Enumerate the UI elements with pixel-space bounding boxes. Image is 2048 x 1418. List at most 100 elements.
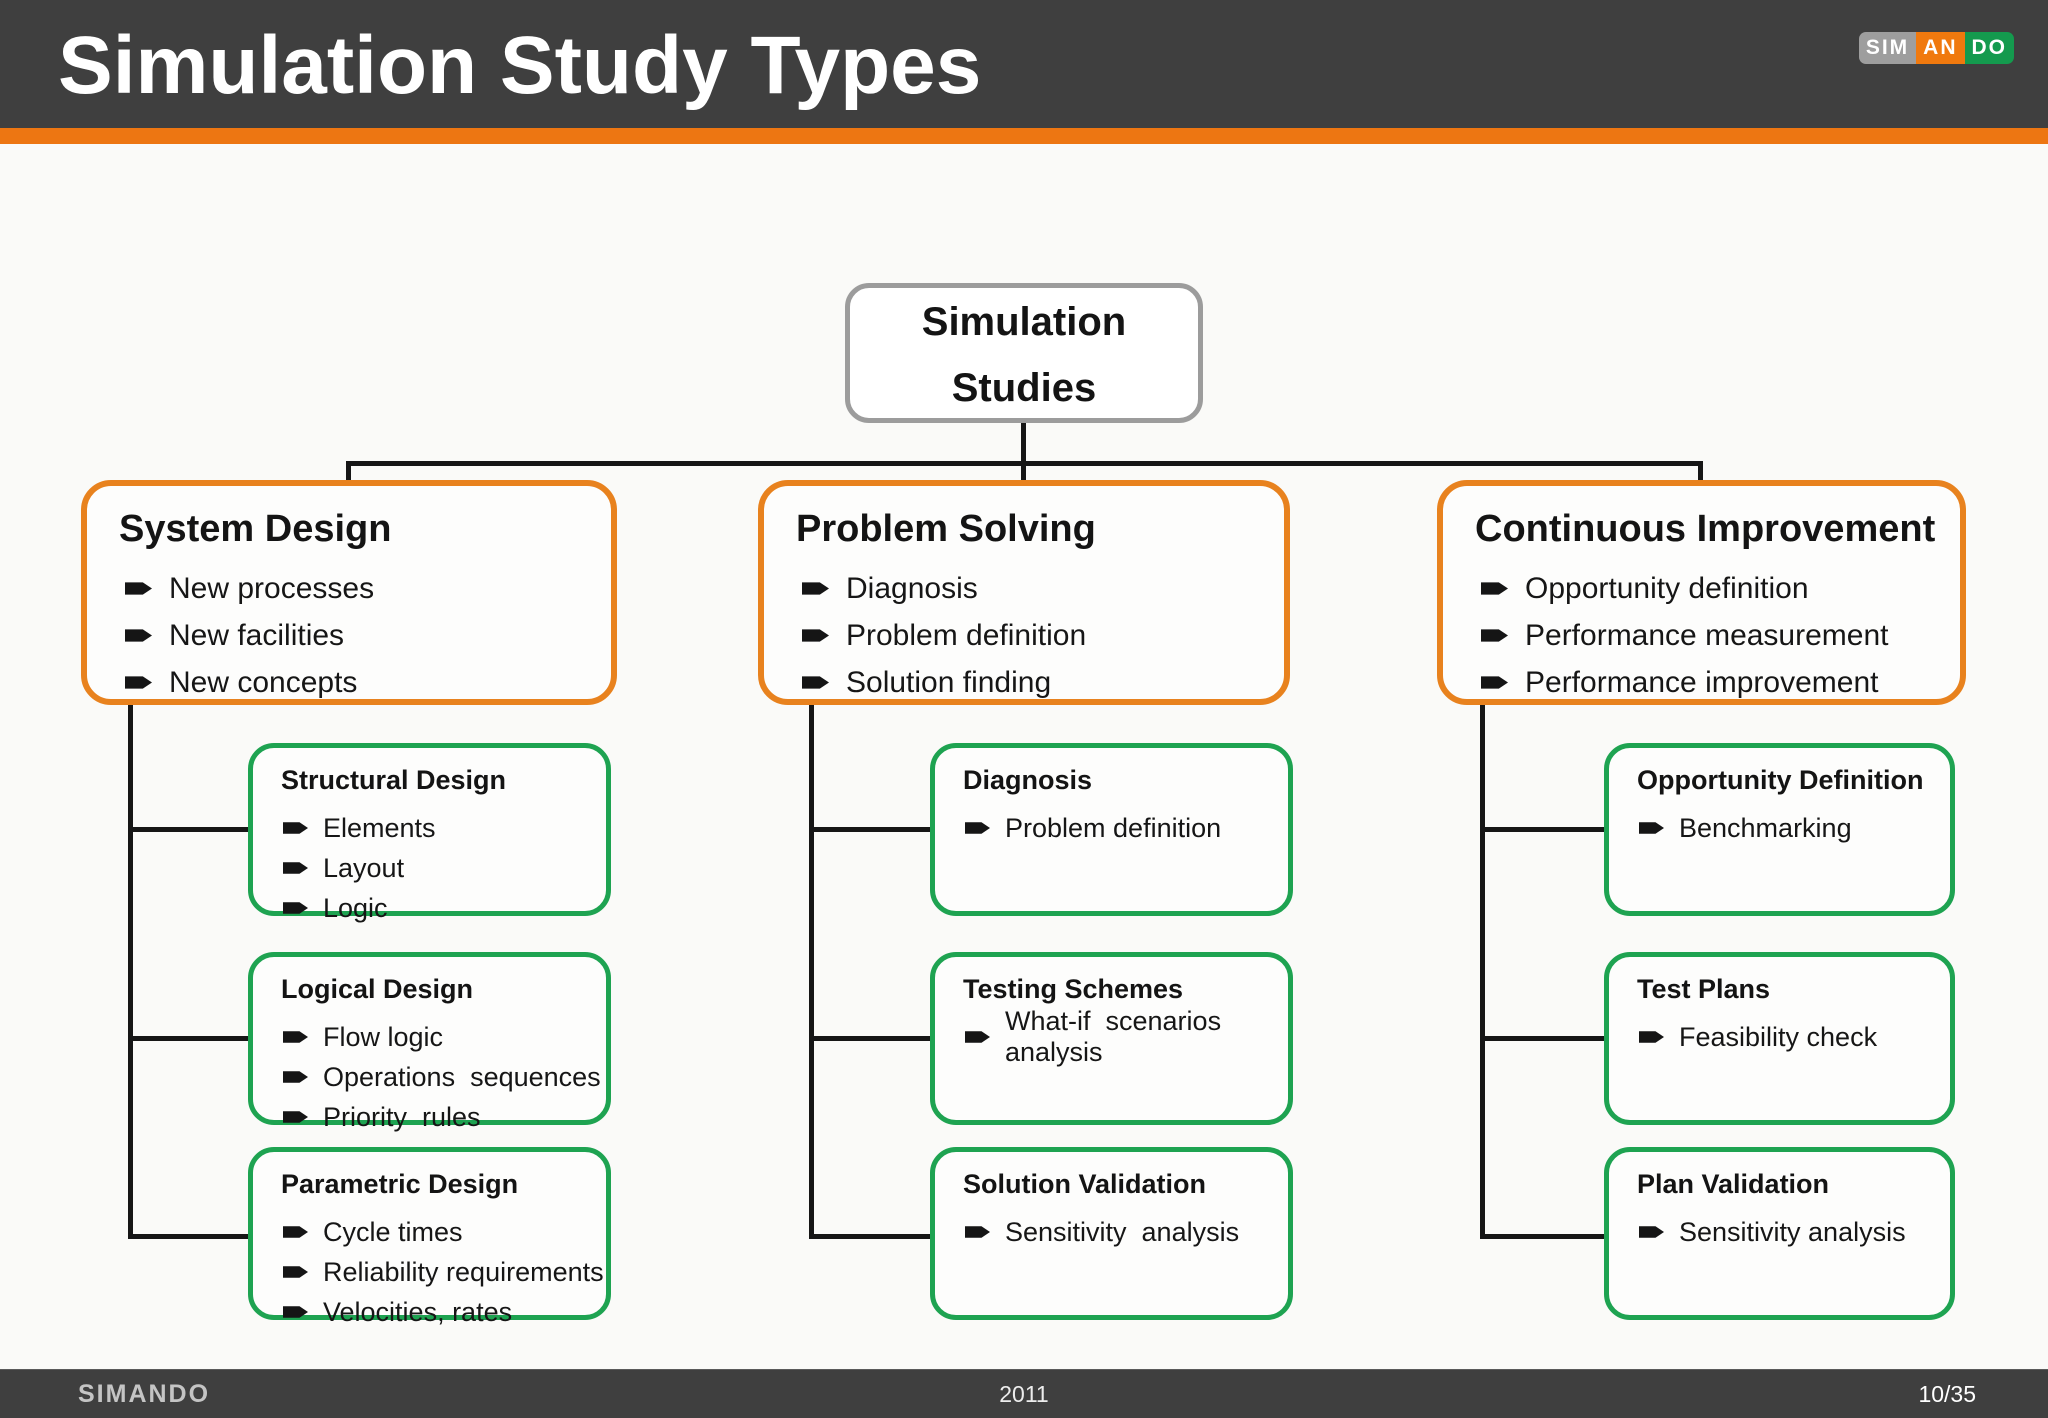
tag-arrow-icon	[283, 1071, 308, 1083]
bullet-text: What-if scenarios analysis	[1005, 1006, 1237, 1067]
branch-parametric-design	[128, 1234, 248, 1239]
tag-arrow-icon	[802, 582, 829, 595]
bullet-text: Priority rules	[323, 1101, 481, 1132]
bullet-item: Layout	[253, 848, 606, 888]
bullet-item: Velocities, rates	[253, 1292, 606, 1332]
tag-arrow-icon	[125, 629, 152, 642]
node-title: Plan Validation	[1637, 1169, 1830, 1199]
branch-logical-design	[128, 1036, 248, 1041]
tag-arrow-icon	[283, 1226, 308, 1238]
node-title: Opportunity Definition	[1637, 765, 1924, 795]
node-parametric-design: Parametric Design Cycle times Reliabilit…	[248, 1147, 611, 1327]
bullet-list: Problem definition	[935, 808, 1288, 848]
node-title: Test Plans	[1637, 974, 1771, 1004]
bullet-item: Sensitivity analysis	[935, 1212, 1288, 1252]
branch-structural-design	[128, 827, 248, 832]
node-title: Logical Design	[281, 974, 474, 1004]
footer-year: 2011	[999, 1381, 1049, 1407]
bullet-item: Performance measurement	[1443, 612, 1960, 659]
node-testing-schemes: Testing Schemes What-if scenarios analys…	[930, 952, 1293, 1125]
bullet-text: Benchmarking	[1679, 812, 1852, 843]
bullet-item: Priority rules	[253, 1097, 606, 1137]
node-title: Structural Design	[281, 765, 507, 795]
branch-plan-validation	[1480, 1234, 1604, 1239]
node-title: Continuous Improvement	[1475, 508, 1936, 550]
tag-arrow-icon	[1481, 629, 1508, 642]
tag-arrow-icon	[1639, 1031, 1664, 1043]
tag-arrow-icon	[802, 629, 829, 642]
bullet-text: Opportunity definition	[1525, 571, 1809, 605]
bullet-text: Problem definition	[1005, 812, 1222, 843]
bullet-item: Problem definition	[935, 808, 1288, 848]
bullet-item: Logic	[253, 888, 606, 928]
bullet-item: Benchmarking	[1609, 808, 1950, 848]
node-structural-design: Structural Design Elements Layout Logic	[248, 743, 611, 923]
branch-test-plans	[1480, 1036, 1604, 1041]
tag-arrow-icon	[1639, 822, 1664, 834]
footer-brand: SIMANDO	[78, 1380, 211, 1408]
bullet-item: Opportunity definition	[1443, 565, 1960, 612]
branch-testing-schemes	[809, 1036, 930, 1041]
bullet-item: Operations sequences	[253, 1057, 606, 1097]
tag-arrow-icon	[283, 822, 308, 834]
bullet-item: Reliability requirements	[253, 1252, 606, 1292]
bullet-list: Feasibility check	[1609, 1017, 1950, 1057]
root-line-1: Simulation	[921, 300, 1127, 344]
tag-arrow-icon	[125, 582, 152, 595]
branch-opportunity-definition	[1480, 827, 1604, 832]
tag-arrow-icon	[283, 1266, 308, 1278]
connector-drop-problem-solving	[1021, 461, 1026, 486]
bullet-text: Diagnosis	[846, 571, 978, 605]
page-title: Simulation Study Types	[58, 20, 982, 111]
bullet-item: Performance improvement	[1443, 659, 1960, 706]
bullet-text: Performance improvement	[1525, 665, 1879, 699]
bullet-list: Sensitivity analysis	[935, 1212, 1288, 1252]
node-continuous-improvement: Continuous Improvement Opportunity defin…	[1437, 480, 1966, 705]
bullet-text: Sensitivity analysis	[1005, 1216, 1240, 1247]
node-title: Problem Solving	[796, 508, 1096, 550]
node-plan-validation: Plan Validation Sensitivity analysis	[1604, 1147, 1955, 1320]
tag-arrow-icon	[1481, 582, 1508, 595]
trunk-problem-solving	[809, 702, 814, 1239]
bullet-item: Elements	[253, 808, 606, 848]
tag-arrow-icon	[802, 676, 829, 689]
bullet-list: Cycle times Reliability requirements Vel…	[253, 1212, 606, 1332]
footer-page-number: 10/35	[1918, 1381, 1976, 1407]
bullet-text: Reliability requirements	[323, 1256, 604, 1287]
node-opportunity-definition: Opportunity Definition Benchmarking	[1604, 743, 1955, 916]
bullet-text: Solution finding	[846, 665, 1052, 699]
bullet-text: Velocities, rates	[323, 1296, 513, 1327]
bullet-text: Sensitivity analysis	[1679, 1216, 1906, 1247]
node-test-plans: Test Plans Feasibility check	[1604, 952, 1955, 1125]
node-solution-validation: Solution Validation Sensitivity analysis	[930, 1147, 1293, 1320]
bullet-list: Diagnosis Problem definition Solution fi…	[764, 565, 1284, 706]
bullet-item: Cycle times	[253, 1212, 606, 1252]
branch-solution-validation	[809, 1234, 930, 1239]
bullet-text: Layout	[323, 852, 405, 883]
logo-segment-an: AN	[1916, 32, 1965, 64]
simando-logo: SIM AN DO	[1858, 32, 2014, 64]
bullet-text: Logic	[323, 892, 388, 923]
bullet-text: Flow logic	[323, 1021, 444, 1052]
bullet-text: New processes	[169, 571, 375, 605]
bullet-list: Flow logic Operations sequences Priority…	[253, 1017, 606, 1137]
bullet-list: Elements Layout Logic	[253, 808, 606, 928]
footer-bar: 2011 SIMANDO 10/35	[0, 1369, 2048, 1418]
bullet-text: Feasibility check	[1679, 1021, 1878, 1052]
node-title: Parametric Design	[281, 1169, 519, 1199]
bullet-item: New concepts	[87, 659, 611, 706]
bullet-text: Elements	[323, 812, 436, 843]
bullet-list: New processes New facilities New concept…	[87, 565, 611, 706]
bullet-list: Benchmarking	[1609, 808, 1950, 848]
branch-diagnosis	[809, 827, 930, 832]
node-system-design: System Design New processes New faciliti…	[81, 480, 617, 705]
bullet-list: Opportunity definition Performance measu…	[1443, 565, 1960, 706]
bullet-item: New processes	[87, 565, 611, 612]
node-logical-design: Logical Design Flow logic Operations seq…	[248, 952, 611, 1132]
bullet-item: Feasibility check	[1609, 1017, 1950, 1057]
header-bar: Simulation Study Types SIM AN DO	[0, 0, 2048, 128]
root-line-2: Studies	[951, 366, 1097, 410]
bullet-text: Performance measurement	[1525, 618, 1889, 652]
tag-arrow-icon	[283, 862, 308, 874]
